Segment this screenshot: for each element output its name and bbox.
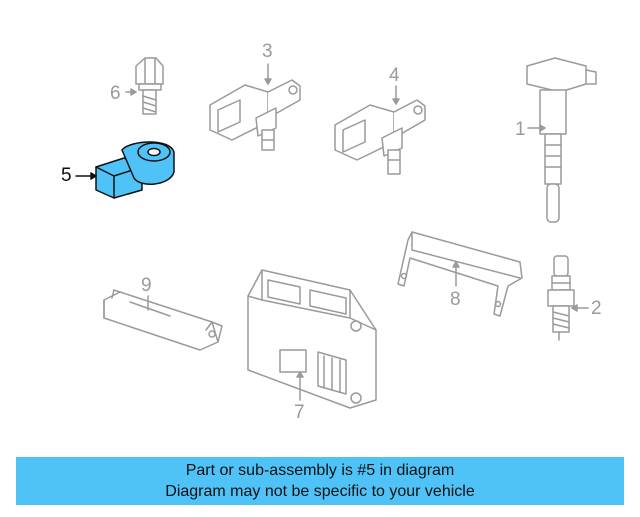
callout-1: 1 <box>515 119 526 140</box>
info-banner: Part or sub-assembly is #5 in diagram Di… <box>16 457 624 505</box>
callout-8: 8 <box>450 289 461 310</box>
banner-line-1: Part or sub-assembly is #5 in diagram <box>185 462 455 479</box>
part-8-bracket <box>397 231 523 317</box>
callout-7: 7 <box>294 402 305 423</box>
callout-3: 3 <box>262 41 273 62</box>
part-6-bolt <box>125 57 164 115</box>
callout-4: 4 <box>389 65 400 86</box>
banner-line-2: Diagram may not be specific to your vehi… <box>165 483 475 500</box>
part-1-ignition-coil <box>526 57 597 223</box>
callout-9: 9 <box>141 275 152 296</box>
part-2-spark-plug <box>547 255 589 341</box>
part-9-bracket <box>103 289 223 351</box>
callout-2: 2 <box>591 298 602 319</box>
part-7-ecm <box>247 269 377 409</box>
part-5-knock-sensor <box>75 141 175 199</box>
callout-6: 6 <box>110 83 121 104</box>
part-3-sensor <box>209 63 301 151</box>
callout-5: 5 <box>61 165 72 186</box>
part-4-sensor <box>334 85 426 175</box>
